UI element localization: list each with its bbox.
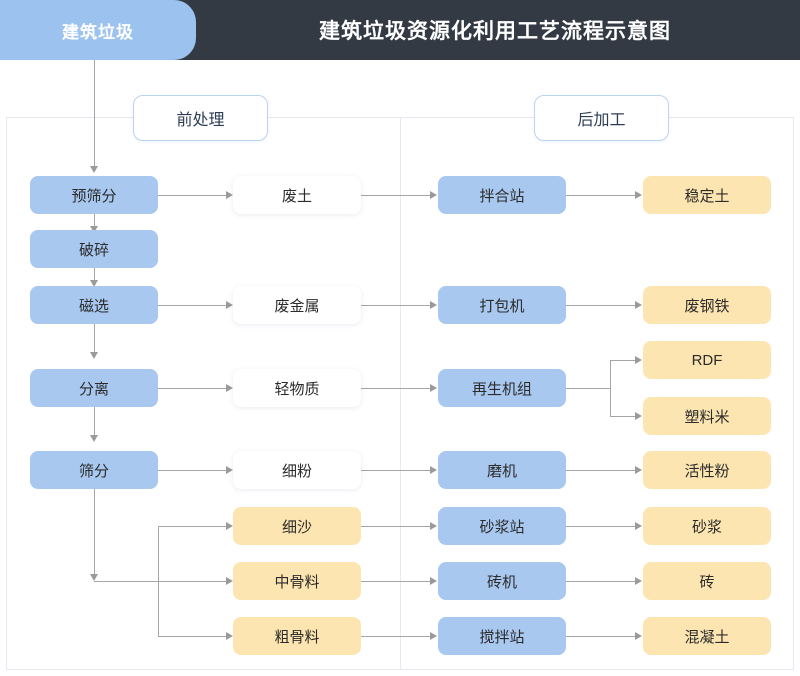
- connector-recycling-unit-split: [610, 360, 611, 416]
- connector-split-to-rdf: [610, 360, 636, 361]
- arrowhead-right-mortar-station: [430, 522, 437, 530]
- arrowhead-right-plastic-pellet: [635, 412, 642, 420]
- node-magnetic-separation[interactable]: 磁选: [30, 286, 158, 324]
- connector-concrete-station-to-concrete: [566, 636, 636, 637]
- connector-source-to-prescreen: [94, 60, 95, 166]
- connector-aggregate-split-vertical: [158, 526, 159, 637]
- node-stabilized-soil[interactable]: 稳定土: [643, 176, 771, 214]
- node-mixing-station[interactable]: 拌合站: [438, 176, 566, 214]
- node-concrete-station[interactable]: 搅拌站: [438, 617, 566, 655]
- arrowhead-right-medium-aggregate: [226, 577, 233, 585]
- node-waste-soil[interactable]: 废土: [233, 176, 361, 214]
- arrowhead-down-crush: [90, 226, 98, 233]
- arrowhead-right-active-powder: [635, 466, 642, 474]
- connector-trunk-to-medium-aggregate: [94, 581, 227, 582]
- connector-recycling-unit-stem: [566, 388, 611, 389]
- arrowhead-right-baler: [430, 301, 437, 309]
- connector-scrap-metal-to-baler: [361, 305, 431, 306]
- connector-mixing-station-to-stabilized-soil: [566, 195, 636, 196]
- arrowhead-right-brick-machine: [430, 577, 437, 585]
- arrowhead-right-light-material: [226, 384, 233, 392]
- node-light-material[interactable]: 轻物质: [233, 369, 361, 407]
- arrowhead-down-separate: [90, 352, 98, 359]
- connector-magnetic-to-separate: [94, 324, 95, 352]
- node-rdf[interactable]: RDF: [643, 341, 771, 379]
- node-coarse-aggregate[interactable]: 粗骨料: [233, 617, 361, 655]
- node-separation[interactable]: 分离: [30, 369, 158, 407]
- arrowhead-down-prescreen: [90, 166, 98, 173]
- node-recycling-unit[interactable]: 再生机组: [438, 369, 566, 407]
- connector-baler-to-scrap-steel: [566, 305, 636, 306]
- connector-separate-to-screen: [94, 407, 95, 435]
- connector-split-to-fine-sand: [158, 526, 227, 527]
- arrowhead-right-mill: [430, 466, 437, 474]
- connector-prescreen-to-crush: [94, 214, 95, 226]
- node-plastic-pellet[interactable]: 塑料米: [643, 397, 771, 435]
- node-screening[interactable]: 筛分: [30, 451, 158, 489]
- connector-split-to-plastic-pellet: [610, 416, 636, 417]
- connector-mill-to-active-powder: [566, 470, 636, 471]
- node-prescreening[interactable]: 预筛分: [30, 176, 158, 214]
- arrowhead-right-mixing-station: [430, 191, 437, 199]
- node-mortar[interactable]: 砂浆: [643, 507, 771, 545]
- section-label-pretreatment: 前处理: [133, 95, 268, 141]
- arrowhead-down-magnetic: [90, 280, 98, 287]
- arrowhead-right-mortar: [635, 522, 642, 530]
- node-fine-powder[interactable]: 细粉: [233, 451, 361, 489]
- node-concrete[interactable]: 混凝土: [643, 617, 771, 655]
- arrowhead-right-stabilized-soil: [635, 191, 642, 199]
- node-scrap-metal[interactable]: 废金属: [233, 286, 361, 324]
- arrowhead-down-screen: [90, 435, 98, 442]
- arrowhead-right-fine-powder: [226, 466, 233, 474]
- connector-medium-aggregate-to-brick-machine: [361, 581, 431, 582]
- node-active-powder[interactable]: 活性粉: [643, 451, 771, 489]
- connector-coarse-aggregate-to-concrete-station: [361, 636, 431, 637]
- node-scrap-steel[interactable]: 废钢铁: [643, 286, 771, 324]
- node-medium-aggregate[interactable]: 中骨料: [233, 562, 361, 600]
- arrowhead-right-waste-soil: [226, 191, 233, 199]
- arrowhead-right-recycling-unit: [430, 384, 437, 392]
- arrowhead-right-concrete: [635, 632, 642, 640]
- node-brick-machine[interactable]: 砖机: [438, 562, 566, 600]
- connector-prescreen-to-waste-soil: [158, 195, 227, 196]
- connector-waste-soil-to-mixing-station: [361, 195, 431, 196]
- connector-screen-to-fine-powder: [158, 470, 227, 471]
- connector-crush-to-magnetic: [94, 268, 95, 280]
- node-crushing[interactable]: 破碎: [30, 230, 158, 268]
- source-tab-construction-waste[interactable]: 建筑垃圾: [0, 0, 196, 60]
- connector-magnetic-to-scrap-metal: [158, 305, 227, 306]
- arrowhead-right-concrete-station: [430, 632, 437, 640]
- node-fine-sand[interactable]: 细沙: [233, 507, 361, 545]
- arrowhead-right-scrap-steel: [635, 301, 642, 309]
- page-title: 建筑垃圾资源化利用工艺流程示意图: [319, 20, 671, 43]
- connector-fine-sand-to-mortar-station: [361, 526, 431, 527]
- connector-brick-machine-to-brick: [566, 581, 636, 582]
- section-divider: [400, 117, 401, 670]
- node-mill[interactable]: 磨机: [438, 451, 566, 489]
- connector-screen-down-trunk: [94, 489, 95, 574]
- section-label-postprocessing: 后加工: [534, 95, 669, 141]
- arrowhead-right-fine-sand: [226, 522, 233, 530]
- connector-fine-powder-to-mill: [361, 470, 431, 471]
- arrowhead-right-scrap-metal: [226, 301, 233, 309]
- arrowhead-down-aggregate-trunk: [90, 574, 98, 581]
- connector-separate-to-light-material: [158, 388, 227, 389]
- node-baler[interactable]: 打包机: [438, 286, 566, 324]
- connector-split-to-coarse-aggregate: [158, 636, 227, 637]
- node-mortar-station[interactable]: 砂浆站: [438, 507, 566, 545]
- arrowhead-right-brick: [635, 577, 642, 585]
- connector-light-material-to-recycling-unit: [361, 388, 431, 389]
- arrowhead-right-coarse-aggregate: [226, 632, 233, 640]
- arrowhead-right-rdf: [635, 356, 642, 364]
- node-brick[interactable]: 砖: [643, 562, 771, 600]
- connector-mortar-station-to-mortar: [566, 526, 636, 527]
